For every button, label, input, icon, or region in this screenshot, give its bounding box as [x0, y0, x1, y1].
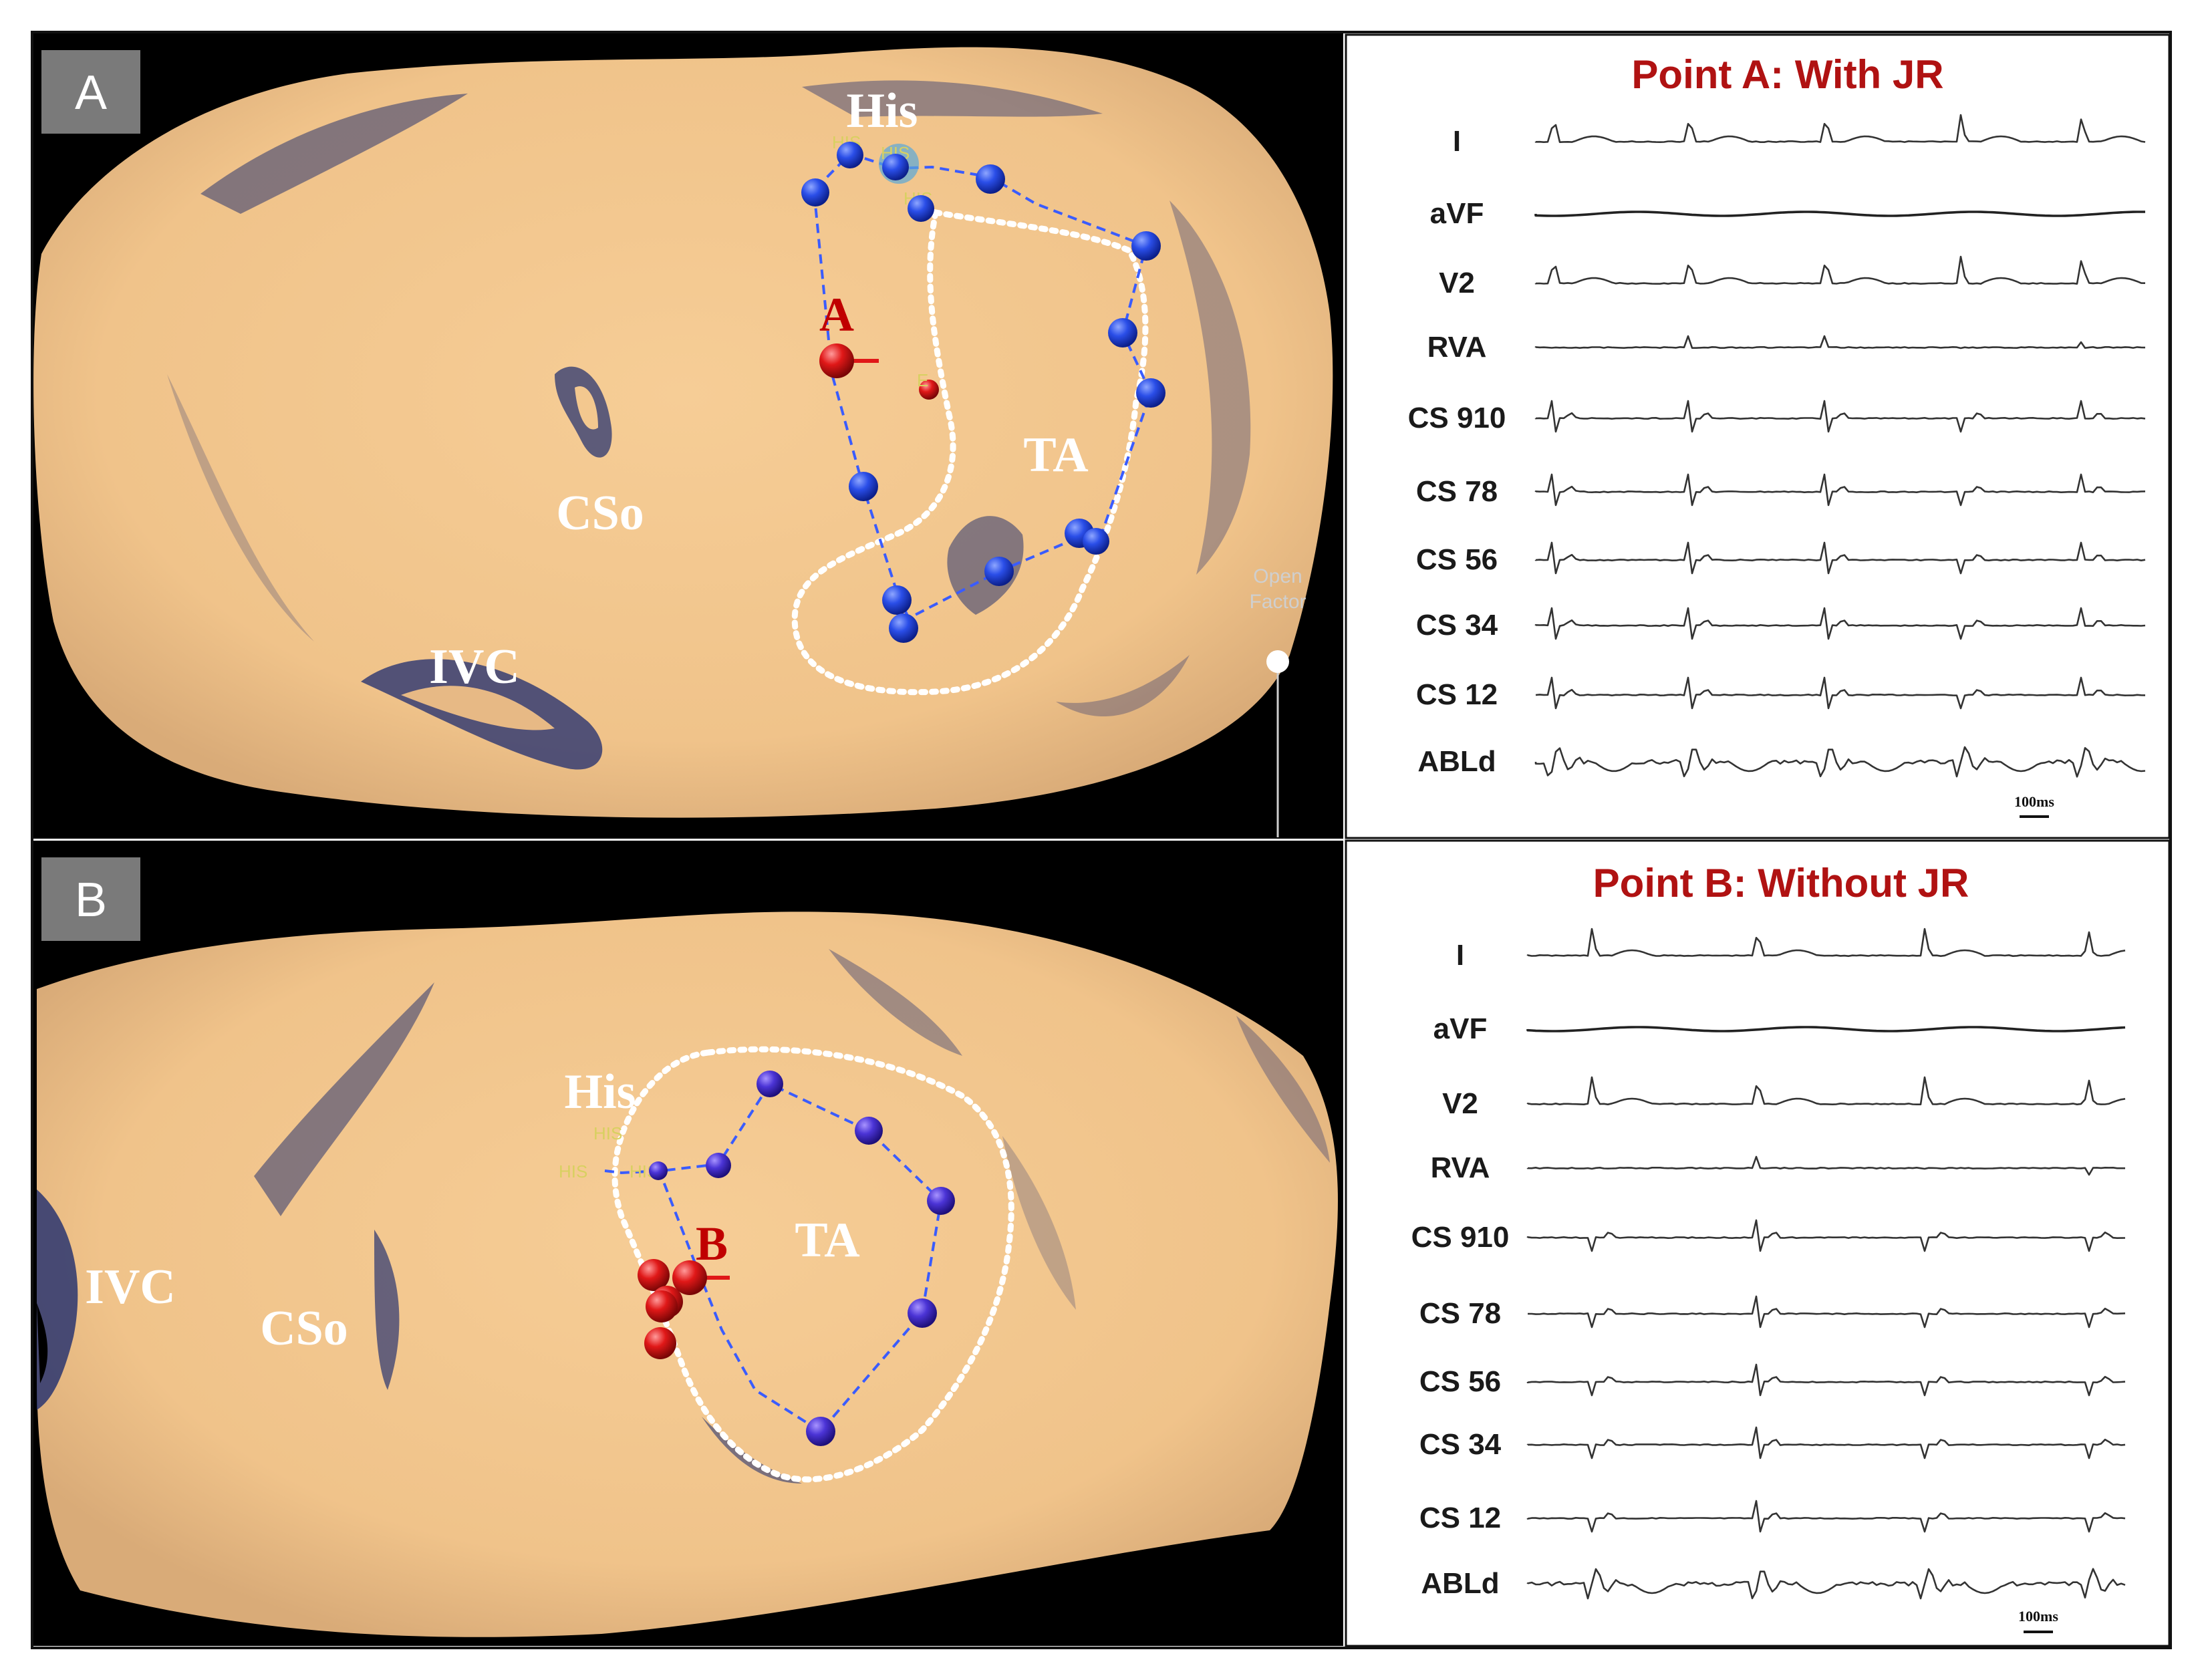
panel-a-lead-label: CS 78: [1416, 475, 1498, 508]
panel-a-his-label: His: [847, 84, 918, 138]
panel-b-map: B His CSo IVC TA HIS HIS HIS B: [33, 841, 1343, 1646]
panel-b-ecg-trace: [1526, 1219, 2126, 1252]
panel-b-point-label: B: [696, 1217, 728, 1270]
panel-a-lead-label: CS 910: [1408, 402, 1506, 434]
panel-a-ecg-trace: [1534, 473, 2146, 507]
panel-b-ablation-points: [649, 1071, 955, 1446]
panel-b-ecg-trace: [1526, 1500, 2126, 1533]
open-factor-slider[interactable]: [1266, 650, 1289, 837]
panel-b-scale-bar: 100ms: [2018, 1608, 2058, 1625]
panel-a-target-point: [819, 343, 879, 378]
panel-a-lead-label: aVF: [1430, 197, 1484, 230]
panel-b-lead-label: CS 78: [1419, 1297, 1501, 1330]
panel-b-ecg-trace: [1526, 1155, 2125, 1176]
panel-a-point-label: A: [819, 288, 854, 341]
panel-b-lead-label: CS 12: [1419, 1502, 1501, 1534]
panel-b-lead-label: RVA: [1431, 1151, 1490, 1184]
panel-a-ecg-title: Point A: With JR: [1631, 52, 1943, 97]
panel-a-scale-bar: 100ms: [2014, 793, 2054, 810]
open-factor-label-line2: Factor: [1249, 591, 1306, 613]
panel-b-ecg-trace: [1526, 1426, 2126, 1459]
panel-a-lead-label: CS 12: [1416, 678, 1498, 711]
panel-a-lead-label: RVA: [1427, 331, 1487, 364]
panel-a-ecg-trace: [1534, 541, 2146, 575]
panel-a-ecg-trace: [1534, 211, 2145, 217]
panel-b-lead-label: CS 910: [1411, 1221, 1510, 1254]
panel-a-cso-label: CSo: [556, 486, 644, 541]
panel-a-ecg-trace: [1534, 607, 2146, 640]
panel-a-dotted-outline: [791, 208, 1149, 696]
panel-a-small-marker: E: [917, 370, 928, 390]
panel-a-label: A: [75, 66, 107, 120]
panel-b-his-label: His: [565, 1065, 636, 1119]
panel-b-ecg-trace: [1526, 1076, 2126, 1105]
panel-a-lead-label: ABLd: [1417, 745, 1496, 778]
panel-a-lead-label: CS 56: [1416, 543, 1498, 576]
panel-b-ecg-title: Point B: Without JR: [1593, 861, 1969, 905]
panel-b-ecg-trace: [1528, 1295, 2126, 1328]
panel-a-ta-label: TA: [1023, 428, 1088, 482]
panel-b-ecg-trace: [1526, 1363, 2126, 1397]
panel-b-cso-label: CSo: [260, 1301, 348, 1356]
panel-b-ta-label: TA: [795, 1213, 859, 1268]
panel-a-tissue-surface: [33, 47, 1333, 818]
panel-b-his-tag-2: HIS: [559, 1161, 587, 1181]
panel-b-lead-label: CS 56: [1419, 1365, 1501, 1398]
panel-a-ecg-trace: [1534, 335, 2146, 349]
panel-b-ecg-trace: [1526, 1568, 2126, 1600]
panel-b-ivc-label: IVC: [85, 1260, 176, 1314]
panel-b-dotted-outline: [611, 1046, 1014, 1483]
panel-b-lead-label: ABLd: [1421, 1567, 1499, 1600]
panel-a-ecg-trace: [1534, 255, 2146, 285]
panel-a-ivc-label: IVC: [429, 640, 520, 694]
panel-b-his-tag-1: HIS: [593, 1123, 622, 1143]
panel-a-lead-label: CS 34: [1416, 609, 1498, 642]
panel-b-lead-label: V2: [1442, 1087, 1478, 1120]
panel-a-map: A His CSo IVC TA HIS HIS HIS: [33, 33, 1343, 839]
panel-b-label: B: [75, 873, 107, 927]
panel-a-ecg-trace: [1534, 746, 2146, 778]
panel-a-ecg-trace: [1534, 400, 2146, 433]
panel-a-ecg-trace: [1535, 676, 2146, 710]
panel-b-lead-label: I: [1456, 939, 1464, 972]
panel-b-ecg-trace: [1526, 1026, 2126, 1032]
panel-b-ecg-trace: [1526, 928, 2126, 957]
open-factor-label-line1: Open: [1253, 565, 1302, 587]
panel-b-lead-label: CS 34: [1419, 1428, 1502, 1461]
panel-a-lead-label: V2: [1439, 267, 1475, 299]
panel-a-ablation-points: [801, 142, 1165, 643]
panel-a-ecg-trace: [1534, 114, 2146, 143]
panel-a-lead-label: I: [1453, 125, 1461, 158]
panel-b-lead-label: aVF: [1433, 1012, 1488, 1045]
panel-b-target-points: [638, 1259, 730, 1359]
